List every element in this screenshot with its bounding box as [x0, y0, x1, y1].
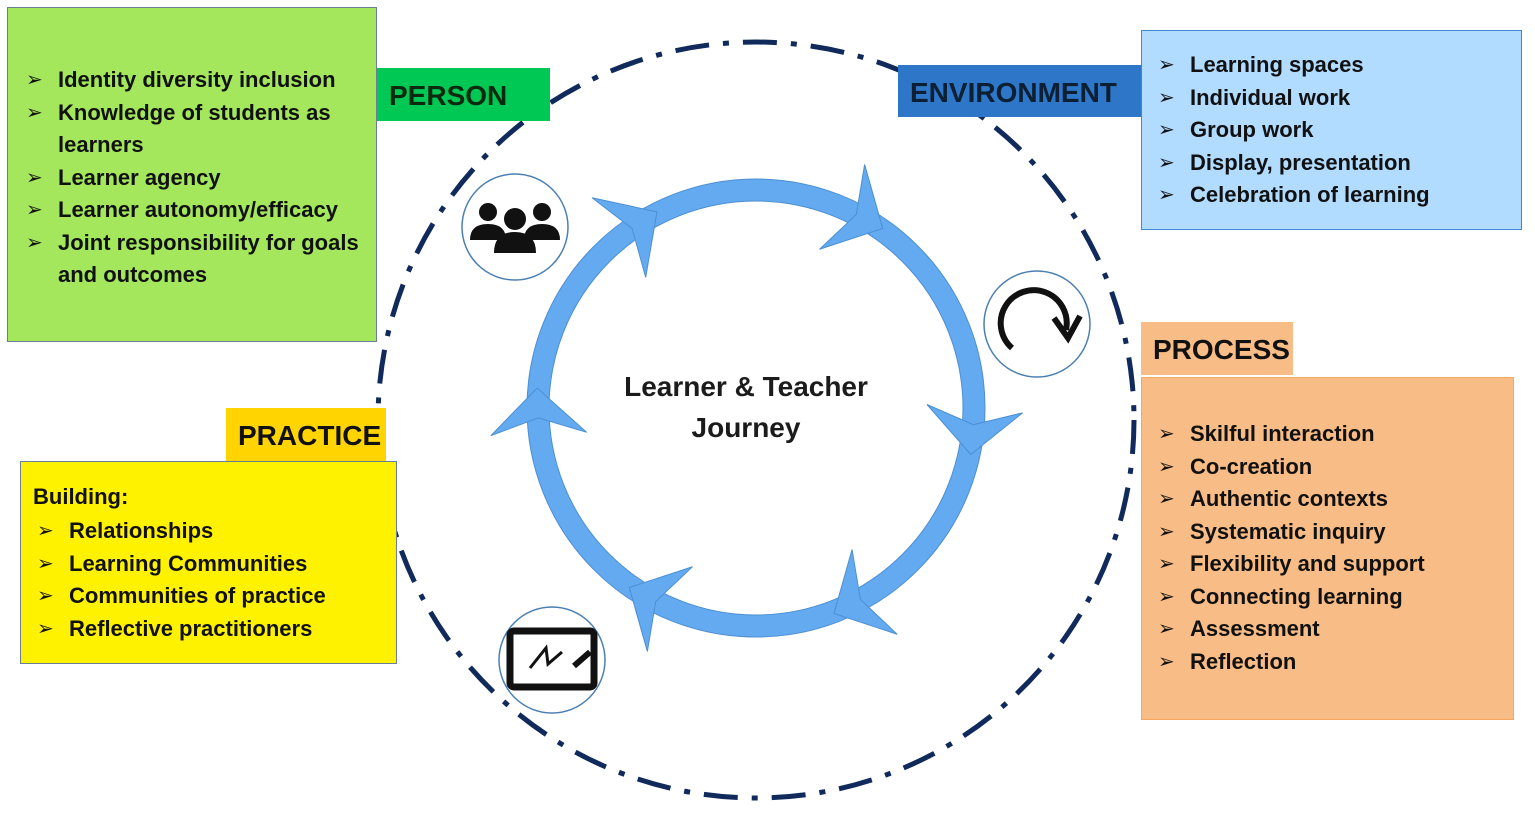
practice-list: ➢ Relationships ➢ Learning Communities ➢ Comm…	[33, 515, 326, 645]
process-label: PROCESS	[1141, 322, 1293, 375]
whiteboard-icon	[498, 606, 606, 714]
list-item-text: Reflective practitioners	[69, 615, 313, 641]
center-title-line2: Journey	[691, 412, 801, 443]
arrow-bullet-icon: ➢	[26, 199, 43, 221]
list-item: ➢ Learner autonomy/efficacy	[22, 194, 378, 227]
list-item: ➢ Authentic contexts	[1154, 483, 1425, 516]
cycle-arrowhead	[591, 197, 658, 278]
list-item: ➢ Learning Communities	[33, 548, 326, 581]
list-item: ➢ Flexibility and support	[1154, 548, 1425, 581]
arrow-bullet-icon: ➢	[1158, 455, 1175, 478]
list-item-text: Individual work	[1190, 84, 1351, 110]
list-item-text: Joint responsibility for goals and outco…	[58, 229, 359, 288]
list-item: ➢ Joint responsibility for goals and outc…	[22, 227, 378, 292]
list-item-text: Knowledge of students as learners	[58, 99, 331, 158]
arrow-bullet-icon: ➢	[1158, 86, 1175, 109]
person-box: ➢ Identity diversity inclusion ➢ Knowledge …	[7, 7, 377, 342]
person-label: PERSON	[377, 68, 550, 121]
cycle-arrowhead	[926, 404, 1023, 456]
list-item: ➢ Group work	[1154, 114, 1430, 147]
arrow-bullet-icon: ➢	[1158, 585, 1175, 608]
arrow-bullet-icon: ➢	[26, 231, 43, 254]
list-item-text: Learner autonomy/efficacy	[58, 197, 338, 222]
arrow-bullet-icon: ➢	[26, 166, 43, 189]
list-item-text: Skilful interaction	[1190, 421, 1375, 446]
arrow-bullet-icon: ➢	[37, 552, 54, 575]
list-item: ➢ Learning spaces	[1154, 49, 1430, 82]
list-item-text: Learner agency	[58, 164, 221, 190]
list-item-text: Communities of practice	[69, 583, 326, 608]
arrow-bullet-icon: ➢	[37, 617, 54, 640]
list-item-text: Learning Communities	[69, 550, 308, 576]
process-box: ➢ Skilful interaction ➢ Co-creation ➢ Authent…	[1141, 377, 1514, 720]
list-item: ➢ Relationships	[33, 515, 326, 548]
arrow-bullet-icon: ➢	[1158, 520, 1175, 543]
arrow-bullet-icon: ➢	[1158, 488, 1175, 510]
list-item-text: Flexibility and support	[1190, 551, 1425, 576]
list-item: ➢ Reflection	[1154, 646, 1425, 679]
practice-heading: Building:	[33, 484, 129, 509]
list-item-text: Systematic inquiry	[1190, 518, 1386, 544]
arrow-bullet-icon: ➢	[37, 585, 54, 607]
list-item: ➢ Knowledge of students as learners	[22, 97, 378, 162]
list-item: ➢ Reflective practitioners	[33, 613, 326, 646]
list-item: ➢ Connecting learning	[1154, 581, 1425, 614]
cycle-arrowhead	[490, 387, 588, 437]
arrow-bullet-icon: ➢	[37, 520, 54, 542]
practice-box: Building: ➢ Relationships ➢ Learning Commun…	[20, 461, 397, 664]
list-item-text: Connecting learning	[1190, 583, 1403, 609]
list-item-text: Learning spaces	[1190, 52, 1364, 77]
cycle-arrowheads	[490, 164, 1023, 652]
cycle-arrowhead	[628, 566, 693, 652]
arrow-bullet-icon: ➢	[1158, 650, 1175, 673]
person-list: ➢ Identity diversity inclusion ➢ Knowledge …	[22, 64, 378, 292]
list-item: ➢ Celebration of learning	[1154, 179, 1430, 212]
list-item: ➢ Learner agency	[22, 162, 378, 195]
list-item-text: Assessment	[1190, 616, 1320, 641]
arrow-bullet-icon: ➢	[1158, 618, 1175, 640]
arrow-bullet-icon: ➢	[26, 69, 43, 91]
list-item-text: Reflection	[1190, 648, 1297, 674]
arrow-bullet-icon: ➢	[26, 101, 43, 124]
list-item: ➢ Systematic inquiry	[1154, 516, 1425, 549]
environment-box: ➢ Learning spaces ➢ Individual work ➢ Group w…	[1141, 30, 1522, 230]
practice-label: PRACTICE	[226, 408, 386, 461]
list-item: ➢ Communities of practice	[33, 580, 326, 613]
people-group-icon	[461, 173, 569, 281]
cycle-arrowhead	[819, 164, 884, 250]
arrow-bullet-icon: ➢	[1158, 151, 1175, 174]
list-item: ➢ Identity diversity inclusion	[22, 64, 378, 97]
list-item-text: Group work	[1190, 117, 1314, 142]
list-item-text: Identity diversity inclusion	[58, 67, 336, 92]
arrow-bullet-icon: ➢	[1158, 553, 1175, 575]
environment-label: ENVIRONMENT	[898, 65, 1141, 117]
list-item-text: Celebration of learning	[1190, 182, 1430, 207]
list-item: ➢ Skilful interaction	[1154, 418, 1425, 451]
clockwise-arrow-icon	[983, 270, 1091, 378]
arrow-bullet-icon: ➢	[1158, 184, 1175, 206]
center-title-line1: Learner & Teacher	[624, 371, 868, 402]
cycle-arrowhead	[833, 549, 898, 635]
list-item: ➢ Individual work	[1154, 82, 1430, 115]
list-item-text: Authentic contexts	[1190, 486, 1389, 511]
list-item: ➢ Assessment	[1154, 613, 1425, 646]
list-item-text: Relationships	[69, 518, 214, 543]
list-item-text: Display, presentation	[1190, 149, 1411, 175]
arrow-bullet-icon: ➢	[1158, 423, 1175, 445]
arrow-bullet-icon: ➢	[1158, 54, 1175, 76]
list-item: ➢ Display, presentation	[1154, 147, 1430, 180]
center-title: Learner & Teacher Journey	[596, 366, 896, 448]
arrow-bullet-icon: ➢	[1158, 119, 1175, 141]
list-item-text: Co-creation	[1190, 453, 1313, 479]
list-item: ➢ Co-creation	[1154, 451, 1425, 484]
process-list: ➢ Skilful interaction ➢ Co-creation ➢ Authent…	[1154, 418, 1425, 678]
environment-list: ➢ Learning spaces ➢ Individual work ➢ Group w…	[1154, 49, 1430, 212]
